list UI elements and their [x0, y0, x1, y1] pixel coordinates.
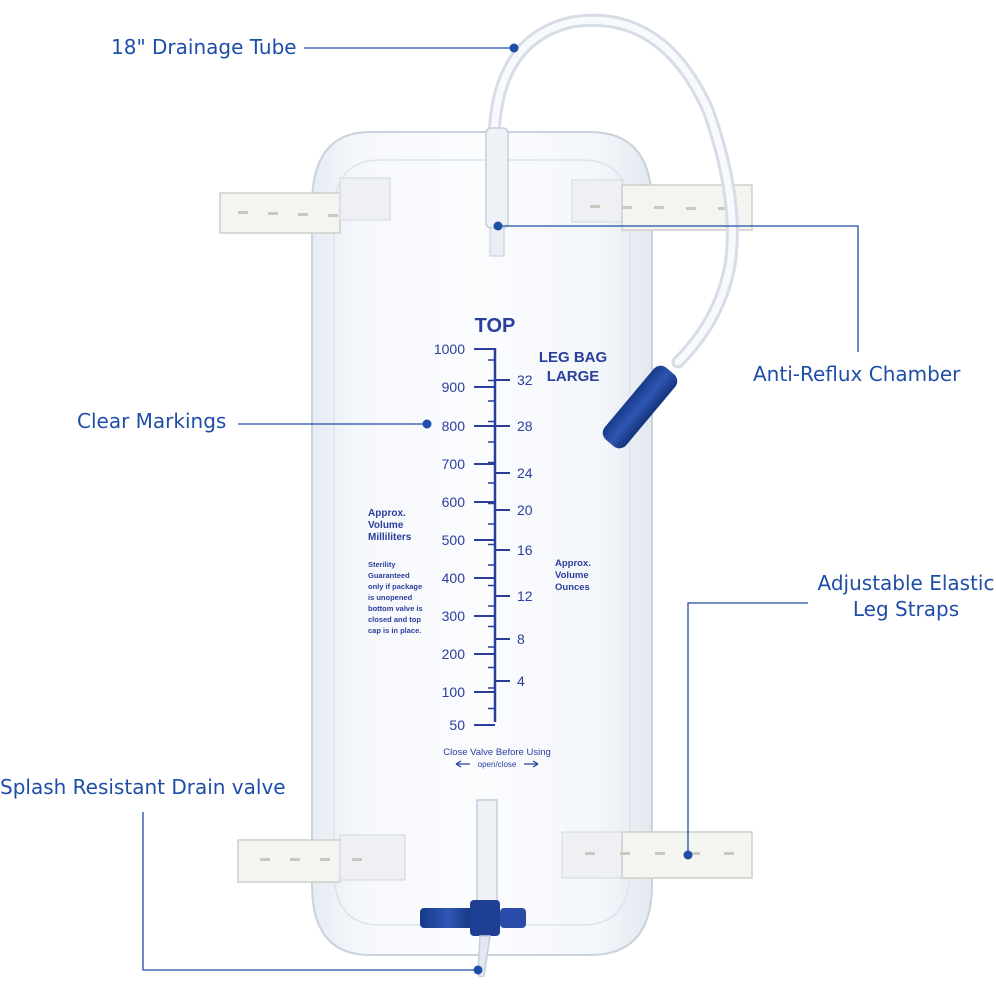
- leader-valve: [142, 812, 477, 971]
- brand-line-1: LEG BAG: [539, 349, 607, 366]
- bag-body: [311, 131, 653, 956]
- ml-caption-1: Approx.: [368, 508, 406, 519]
- callout-leg-straps-line-1: Adjustable Elastic: [817, 571, 995, 595]
- brand-line-2: LARGE: [547, 368, 600, 385]
- oz-label: 4: [517, 673, 525, 689]
- ml-label: 200: [442, 646, 466, 662]
- ml-ticks: 1000 900 800 700 600 500 400 300 200 100 50: [434, 341, 495, 733]
- oz-label: 8: [517, 631, 525, 647]
- oz-label: 12: [517, 588, 533, 604]
- ml-label: 400: [442, 570, 466, 586]
- callout-leaders: [142, 47, 859, 971]
- sterility-line-1: Sterility: [368, 560, 396, 569]
- oz-caption-1: Approx.: [555, 558, 591, 569]
- callout-clear-markings: Clear Markings: [77, 409, 227, 433]
- ml-caption-2: Volume: [368, 520, 404, 531]
- top-left-strap: [219, 177, 391, 234]
- callout-leg-straps-line-2: Leg Straps: [852, 597, 960, 621]
- leader-chamber: [498, 225, 859, 352]
- oz-label: 16: [517, 542, 533, 558]
- callout-anti-reflux-chamber: Anti-Reflux Chamber: [753, 362, 961, 386]
- oz-label: 24: [517, 465, 533, 481]
- callout-drainage-tube: 18" Drainage Tube: [111, 35, 297, 59]
- ml-label: 900: [442, 379, 466, 395]
- ml-label: 800: [442, 418, 466, 434]
- sterility-line-6: closed and top: [368, 615, 421, 624]
- ml-label: 50: [449, 717, 465, 733]
- oz-label: 20: [517, 502, 533, 518]
- sterility-line-3: only if package: [368, 582, 422, 591]
- ml-label: 1000: [434, 341, 465, 357]
- oz-caption-2: Volume: [555, 570, 589, 581]
- ml-label: 500: [442, 532, 466, 548]
- oz-ticks: 32 28 24 20 16 12 8 4: [488, 359, 533, 710]
- valve-arrow-left: [455, 760, 470, 768]
- ml-label: 300: [442, 608, 466, 624]
- valve-arrow-right: [524, 760, 539, 768]
- sterility-note: Sterility Guaranteed only if package is …: [368, 560, 423, 635]
- bottom-right-strap: [561, 831, 753, 879]
- sterility-line-2: Guaranteed: [368, 571, 410, 580]
- ml-label: 100: [442, 684, 466, 700]
- oz-label: 32: [517, 372, 533, 388]
- ml-caption-3: Milliliters: [368, 532, 412, 543]
- callout-dots: [422, 43, 693, 975]
- drain-valve-assembly: [420, 799, 526, 978]
- sterility-line-7: cap is in place.: [368, 626, 421, 635]
- oz-label: 28: [517, 418, 533, 434]
- valve-note: Close Valve Before Using: [443, 747, 551, 758]
- ml-label: 600: [442, 494, 466, 510]
- top-label: TOP: [475, 315, 516, 337]
- sterility-line-5: bottom valve is: [368, 604, 423, 613]
- sterility-line-4: is unopened: [368, 593, 413, 602]
- callout-leg-straps: Adjustable Elastic Leg Straps: [816, 570, 996, 622]
- leader-straps: [687, 602, 808, 853]
- valve-direction: open/close: [478, 760, 517, 769]
- callout-drain-valve: Splash Resistant Drain valve: [0, 775, 286, 799]
- tube-cap: [602, 365, 678, 449]
- bottom-left-strap: [237, 834, 406, 883]
- oz-caption-3: Ounces: [555, 582, 590, 593]
- ml-label: 700: [442, 456, 466, 472]
